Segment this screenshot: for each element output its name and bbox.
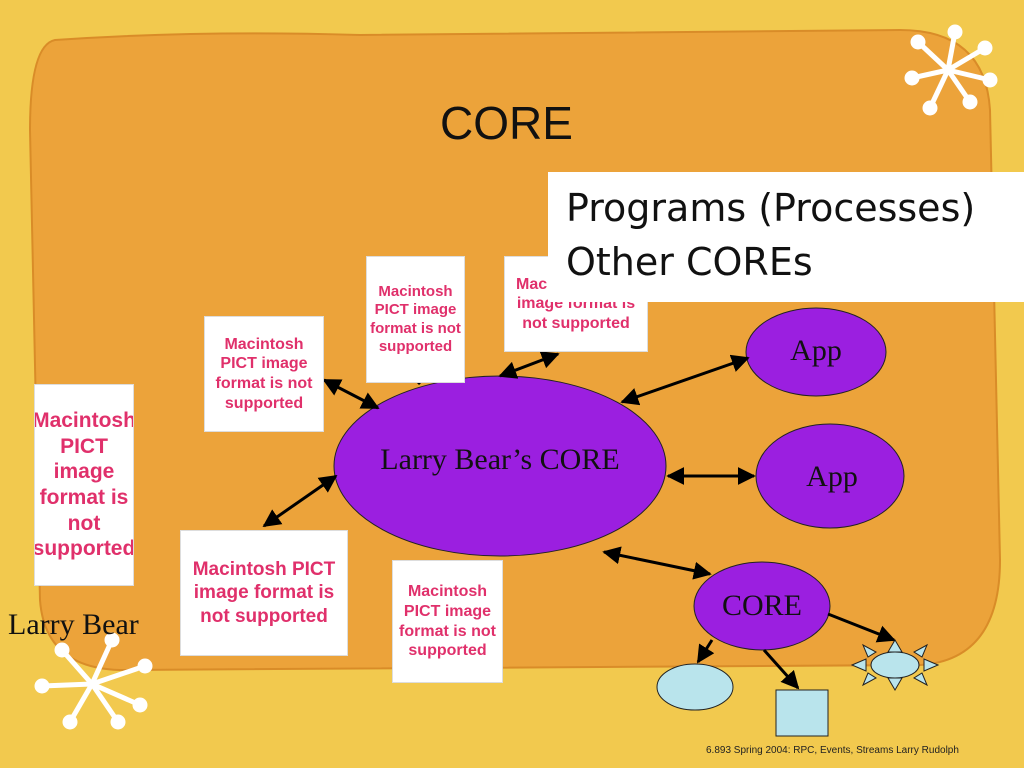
arrow-core-to-pict-top-left — [322, 378, 380, 410]
slide-title: CORE — [440, 97, 573, 149]
pict-placeholder-image: Macintosh PICT image format is not suppo… — [34, 384, 134, 586]
leaf-oval — [656, 663, 734, 711]
pict-placeholder-image: Macintosh PICT image format is not suppo… — [392, 560, 503, 683]
app-top-label: App — [790, 334, 842, 367]
pict-placeholder-image: Macintosh PICT image format is not suppo… — [366, 256, 465, 383]
core-main-label: Larry Bear’s CORE — [380, 443, 620, 476]
star-decoration-icon — [34, 632, 153, 730]
person-label: Larry Bear — [8, 608, 139, 641]
arrow-core-to-pict-left — [262, 474, 338, 528]
pict-placeholder-image: Macintosh PICT image format is not suppo… — [180, 530, 348, 656]
callout-line-programs: Programs (Processes) — [566, 186, 976, 230]
star-decoration-icon — [904, 24, 998, 116]
callout-box: Programs (Processes) Other COREs — [548, 172, 1024, 302]
app-mid-label: App — [806, 460, 858, 493]
slide-footer: 6.893 Spring 2004: RPC, Events, Streams … — [706, 745, 959, 756]
core-sub-label: CORE — [721, 589, 802, 622]
core-sub-node — [693, 561, 831, 651]
arrow-core-to-pict-top-right — [498, 351, 560, 379]
app-node-mid — [755, 423, 905, 529]
arrow-core-to-core-sub — [602, 546, 712, 580]
app-node-top — [745, 307, 887, 397]
leaf-square — [775, 689, 829, 737]
arrow-core-to-app-top — [620, 354, 750, 406]
callout-line-other-cores: Other COREs — [566, 240, 813, 284]
arrow-core-sub-to-sun — [827, 612, 896, 643]
arrow-core-sub-to-oval — [696, 639, 715, 664]
pict-placeholder-image: Macintosh PICT image format is not suppo… — [204, 316, 324, 432]
arrow-core-sub-to-square — [762, 648, 800, 690]
leaf-sun-icon — [850, 639, 940, 691]
